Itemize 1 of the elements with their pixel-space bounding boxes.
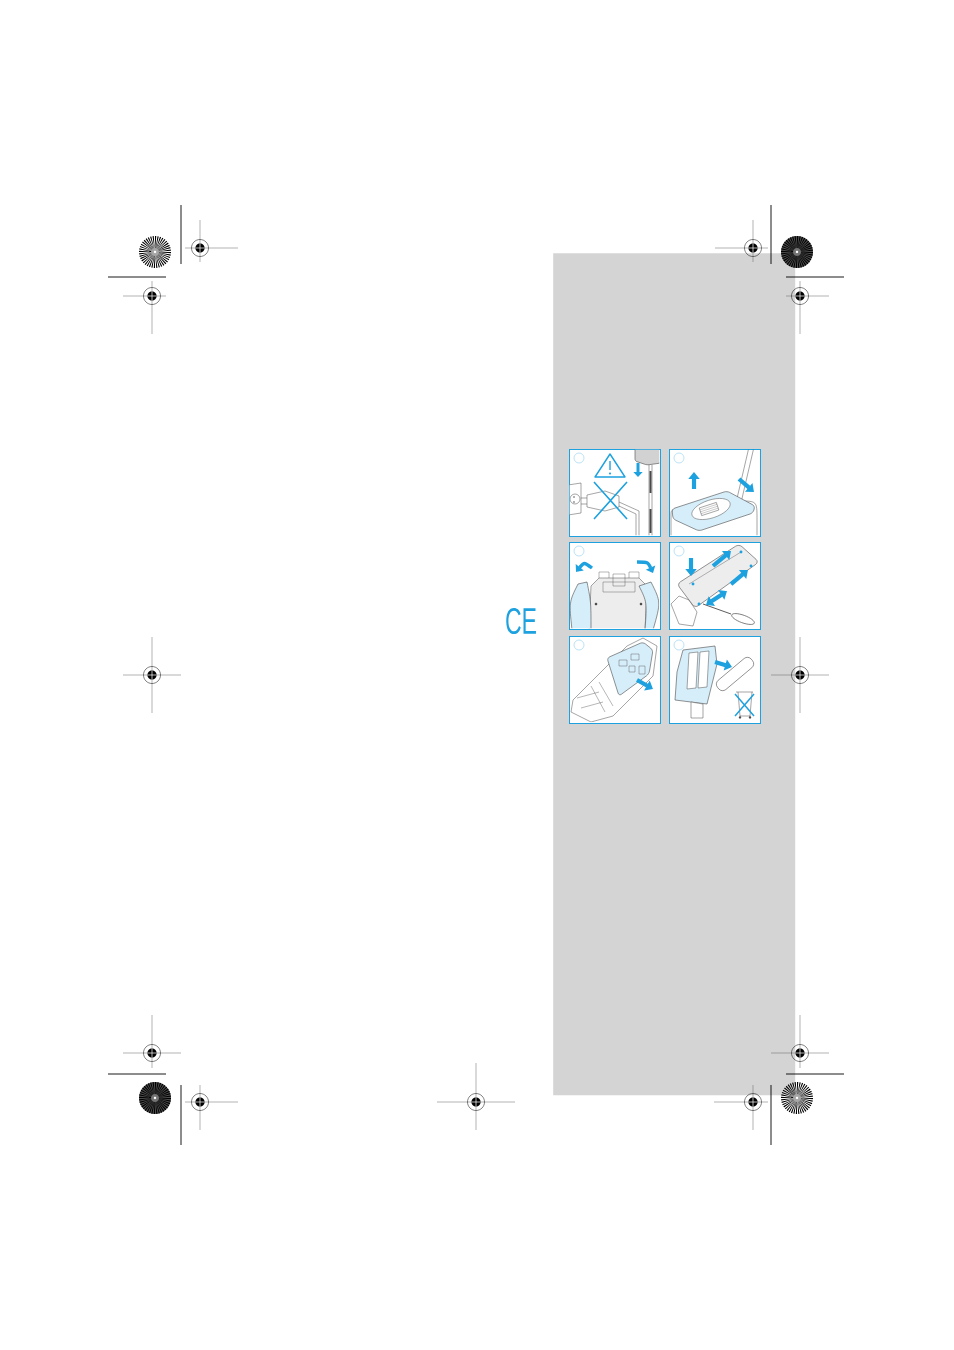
conformity-mark: CE (506, 607, 536, 635)
